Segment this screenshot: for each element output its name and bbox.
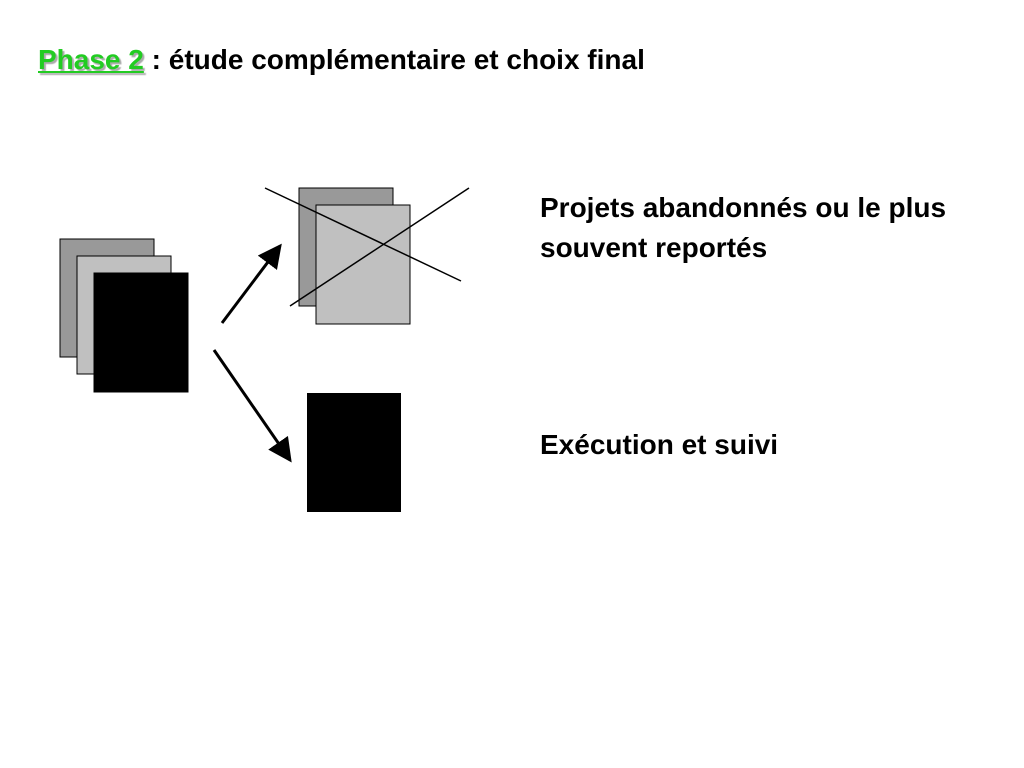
project-stack (59, 238, 189, 393)
arrow-up (220, 243, 282, 324)
executed-project (307, 393, 401, 512)
slide-title: Phase 2 : étude complémentaire et choix … (38, 44, 645, 76)
title-text: : étude complémentaire et choix final (143, 44, 645, 75)
arrow-down (212, 349, 292, 463)
abandoned-projects (264, 187, 470, 325)
phase-label: Phase 2 (38, 44, 144, 75)
cross-line (264, 187, 462, 282)
cross-line (289, 187, 470, 307)
abandoned-label: Projets abandonnés ou le plus souvent re… (540, 192, 947, 263)
execution-label: Exécution et suivi (540, 429, 779, 460)
